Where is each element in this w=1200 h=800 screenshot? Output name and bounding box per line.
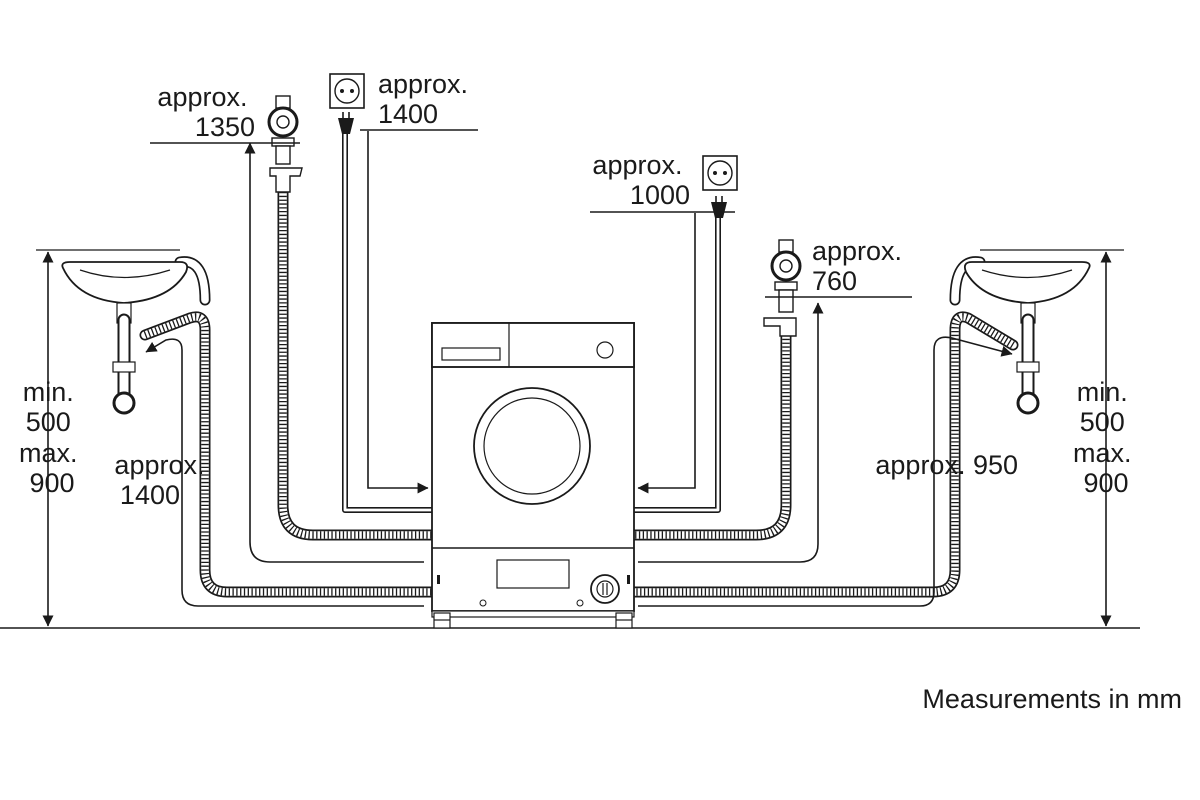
hose-drain-left — [139, 311, 446, 598]
label-tap-left: approx. 1350 — [157, 82, 255, 142]
power-socket-icon — [329, 73, 365, 109]
label-socket-right-line1: approx. — [592, 150, 682, 180]
label-height-right-line4: 900 — [1083, 468, 1128, 498]
label-tap-right-line1: approx. — [812, 236, 902, 266]
hose-drain-right — [622, 311, 1019, 598]
label-height-left-line3: max. — [19, 438, 78, 468]
power-socket-icon — [702, 155, 738, 191]
label-height-right-line3: max. — [1073, 438, 1132, 468]
washing-machine-icon — [431, 322, 635, 629]
label-height-right: min. 500 max. 900 — [1073, 377, 1139, 498]
arrow-tap-right — [638, 302, 824, 563]
label-drain-right: approx. 950 — [875, 450, 1018, 480]
power-cable-left — [342, 134, 440, 513]
label-height-left: min. 500 max. 900 — [19, 377, 85, 498]
label-height-right-line1: min. — [1077, 377, 1128, 407]
water-tap-icon — [763, 239, 802, 337]
power-plug-icon — [711, 196, 727, 218]
hose-inlet-right — [622, 329, 792, 541]
arrow-tap-left — [244, 142, 424, 563]
label-tap-right: approx. 760 — [812, 236, 910, 296]
label-tap-left-line1: approx. — [157, 82, 247, 112]
power-cable-right — [628, 218, 721, 513]
label-height-right-line2: 500 — [1080, 407, 1125, 437]
sink-icon — [963, 261, 1091, 415]
units-note: Measurements in mm — [922, 684, 1182, 714]
label-tap-left-line2: 1350 — [195, 112, 255, 142]
label-tap-right-line2: 760 — [812, 266, 857, 296]
arrow-socket-left — [367, 131, 429, 494]
arrow-socket-right — [637, 213, 696, 494]
arrow-drain-right — [638, 336, 1013, 607]
power-plug-icon — [338, 112, 354, 134]
label-socket-right-line2: 1000 — [630, 180, 690, 210]
water-tap-icon — [267, 95, 303, 193]
label-socket-right: approx. 1000 — [592, 150, 690, 210]
label-height-left-line2: 500 — [26, 407, 71, 437]
arrow-drain-left — [145, 338, 424, 607]
hose-inlet-left — [277, 186, 446, 541]
label-socket-left: approx. 1400 — [378, 69, 476, 129]
label-drain-left-line1: approx. — [114, 450, 204, 480]
label-drain-left-line2: 1400 — [120, 480, 180, 510]
label-height-left-line4: 900 — [29, 468, 74, 498]
label-socket-left-line2: 1400 — [378, 99, 438, 129]
sink-icon — [61, 261, 189, 415]
label-socket-left-line1: approx. — [378, 69, 468, 99]
label-height-left-line1: min. — [23, 377, 74, 407]
label-drain-left: approx. 1400 — [114, 450, 212, 510]
